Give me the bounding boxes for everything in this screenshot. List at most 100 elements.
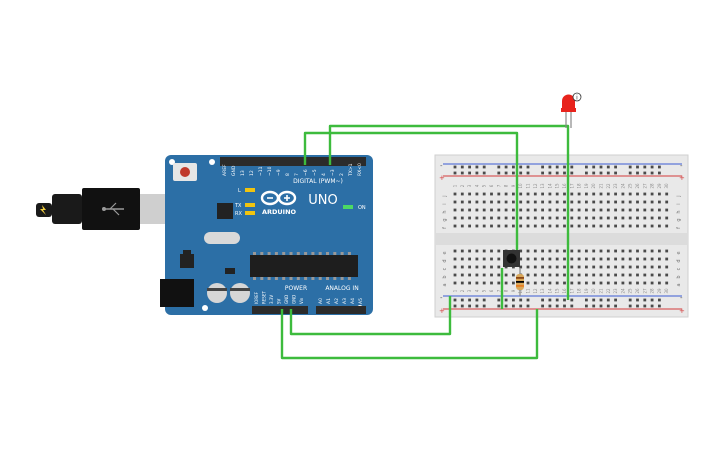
- digital-pin-label: 13: [240, 170, 246, 176]
- row-letter-right: a: [676, 283, 682, 286]
- usb-symbol-icon: [102, 202, 124, 216]
- row-letter-right: g: [676, 218, 682, 221]
- arduino-logo: ARDUINO: [260, 190, 297, 216]
- column-number-bottom: 7: [496, 289, 501, 292]
- digital-pin-label: 12: [249, 170, 255, 176]
- row-letter-left: f: [442, 227, 448, 229]
- analog-pin-header[interactable]: [316, 306, 366, 314]
- column-number-bottom: 5: [482, 289, 487, 292]
- column-number-top: 24: [620, 183, 625, 189]
- column-number-top: 3: [467, 184, 472, 187]
- led-info-badge: i: [576, 95, 578, 102]
- rx-led: [245, 211, 255, 215]
- top-rail-minus-right: -: [680, 162, 683, 170]
- row-letter-right: e: [676, 251, 682, 254]
- power-pin-label: 5V: [277, 298, 282, 304]
- reset-button[interactable]: [173, 163, 197, 181]
- column-number-top: 23: [613, 183, 618, 189]
- bottom-rail-minus-right: -: [680, 294, 683, 302]
- red-led[interactable]: i: [561, 92, 582, 128]
- row-letter-right: i: [676, 203, 682, 204]
- column-number-top: 6: [489, 184, 494, 187]
- column-number-top: 25: [628, 183, 633, 189]
- analog-pin-label: A0: [318, 298, 324, 304]
- on-label: ON: [358, 205, 366, 211]
- digital-pin-label: ~6: [303, 169, 309, 176]
- row-letter-left: b: [442, 275, 448, 278]
- column-number-top: 2: [460, 184, 465, 187]
- column-number-bottom: 13: [540, 288, 545, 294]
- row-letter-left: i: [442, 203, 448, 204]
- column-number-top: 5: [482, 184, 487, 187]
- power-led: [343, 205, 353, 209]
- column-number-bottom: 22: [606, 288, 611, 294]
- column-number-bottom: 16: [562, 288, 567, 294]
- column-number-top: 11: [526, 183, 531, 189]
- digital-pin-label: ~3: [330, 169, 336, 176]
- power-pin-label: RESET: [262, 291, 267, 304]
- row-letter-left: c: [442, 267, 448, 270]
- column-number-top: 28: [650, 183, 655, 189]
- column-number-bottom: 2: [460, 289, 465, 292]
- digital-pin-label: 2: [339, 173, 345, 176]
- row-letter-left: h: [442, 210, 448, 213]
- resistor[interactable]: [516, 268, 524, 296]
- usb-cable[interactable]: [36, 188, 168, 230]
- model-text: UNO: [308, 193, 337, 208]
- row-letter-left: d: [442, 259, 448, 262]
- atmega-chip: [250, 252, 358, 280]
- row-letter-left: g: [442, 218, 448, 221]
- column-number-top: 4: [474, 184, 479, 187]
- column-number-bottom: 6: [489, 289, 494, 292]
- power-pin-header[interactable]: [252, 306, 308, 314]
- top-rail-plus-left: +: [439, 174, 445, 182]
- power-pin-label: GND: [284, 295, 289, 304]
- column-number-bottom: 4: [474, 289, 479, 292]
- power-pin-label: 3.3V: [269, 295, 274, 304]
- row-letter-right: h: [676, 210, 682, 213]
- row-letter-right: d: [676, 259, 682, 262]
- led-info-icon[interactable]: [572, 92, 582, 102]
- usb-interface-chip: [217, 203, 233, 219]
- tx-label: TX: [234, 203, 242, 209]
- column-number-bottom: 24: [620, 288, 625, 294]
- analog-pin-label: A3: [342, 298, 348, 304]
- column-number-bottom: 21: [599, 288, 604, 294]
- column-number-top: 9: [511, 184, 516, 187]
- column-number-top: 18: [577, 183, 582, 189]
- power-label: POWER: [285, 285, 307, 292]
- analog-pin-label: A4: [350, 298, 356, 304]
- column-number-top: 22: [606, 183, 611, 189]
- wire-5v-to-rail[interactable]: [280, 309, 539, 360]
- column-number-bottom: 19: [584, 288, 589, 294]
- pushbutton[interactable]: [503, 250, 520, 267]
- l-led: [245, 188, 255, 192]
- digital-pin-label: AREF: [222, 164, 228, 176]
- breadboard-column-numbers: 1122334455667788991010111112121313141415…: [453, 183, 670, 294]
- digital-pin-header[interactable]: [220, 157, 366, 166]
- brand-text: ARDUINO: [262, 208, 297, 216]
- column-number-bottom: 25: [628, 288, 633, 294]
- column-number-top: 29: [657, 183, 662, 189]
- wire-gnd-to-rail[interactable]: [289, 296, 452, 336]
- l-label: L: [238, 188, 241, 194]
- wire-pin7-to-button[interactable]: [303, 131, 519, 255]
- power-barrel-jack[interactable]: [160, 279, 194, 307]
- column-number-top: 12: [533, 183, 538, 189]
- digital-pin-label: GND: [231, 165, 237, 176]
- column-number-bottom: 3: [467, 289, 472, 292]
- voltage-regulator: [180, 254, 194, 268]
- row-letter-right: f: [676, 227, 682, 229]
- wire-pin4-to-led[interactable]: [328, 124, 570, 300]
- breadboard-holes[interactable]: [453, 165, 669, 308]
- column-number-top: 26: [635, 183, 640, 189]
- wires[interactable]: [280, 124, 570, 360]
- column-number-bottom: 9: [511, 289, 516, 292]
